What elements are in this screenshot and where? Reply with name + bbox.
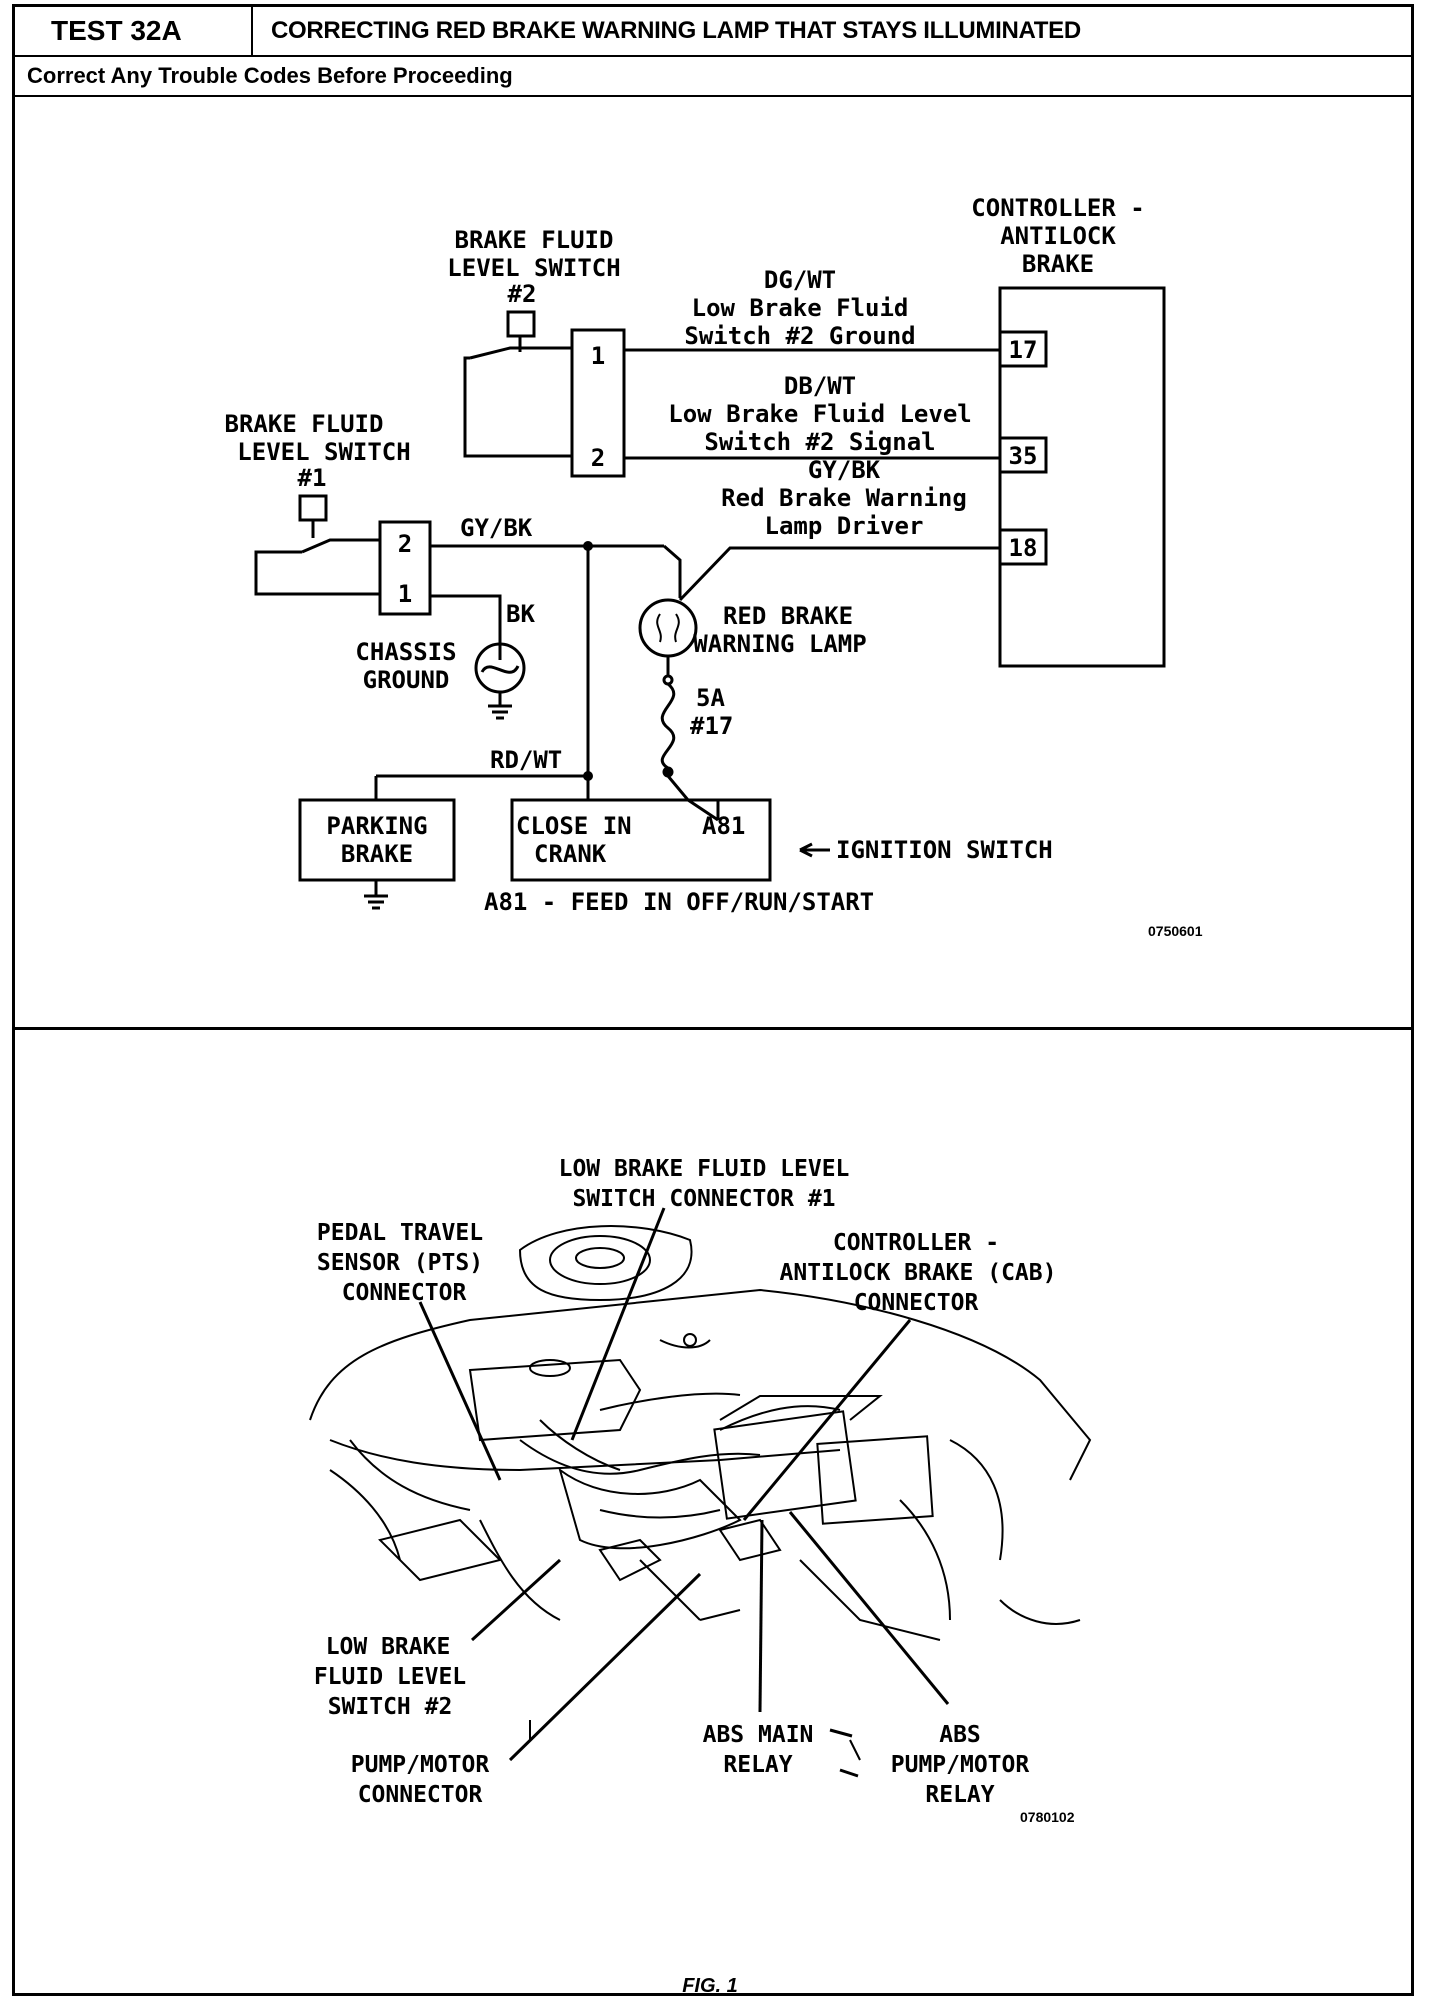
figure-caption: FIG. 1 xyxy=(682,1975,738,1997)
label-cab-2: ANTILOCK BRAKE (CAB) xyxy=(780,1260,1057,1286)
switch2-connector xyxy=(570,328,626,478)
rdwt-label: RD/WT xyxy=(490,746,562,774)
wire35-label-1: DB/WT xyxy=(784,372,856,400)
ignition-switch-box xyxy=(510,798,772,882)
label-low-switch1-2: SWITCH CONNECTOR #1 xyxy=(572,1186,835,1212)
label-abs-main-2: RELAY xyxy=(723,1752,792,1778)
label-pump-conn-1: PUMP/MOTOR xyxy=(351,1752,490,1778)
label-cab-1: CONTROLLER - xyxy=(833,1230,999,1256)
leader-low-switch1 xyxy=(570,1207,666,1441)
leader-abs-main xyxy=(758,1519,764,1713)
wire18-label-2: Red Brake Warning xyxy=(721,484,967,512)
label-pts-1: PEDAL TRAVEL xyxy=(317,1220,483,1246)
label-low-switch2-1: LOW BRAKE xyxy=(326,1634,451,1660)
switch1-pin2: 2 xyxy=(398,530,412,558)
switch1-body xyxy=(254,538,380,596)
label-pump-conn-2: CONNECTOR xyxy=(358,1782,483,1808)
illustration-code: 0780102 xyxy=(1020,1809,1075,1825)
gybk-label: GY/BK xyxy=(460,514,533,542)
parking-brake-label-1: PARKING xyxy=(326,812,427,840)
wire-bk xyxy=(430,594,502,660)
label-low-switch2-3: SWITCH #2 xyxy=(328,1694,453,1720)
label-abs-pump-3: RELAY xyxy=(925,1782,994,1808)
wire35-label-2: Low Brake Fluid Level xyxy=(668,400,971,428)
switch2-pin1: 1 xyxy=(591,342,605,370)
ignition-arrow xyxy=(799,842,830,858)
leader-abs-pump xyxy=(788,1511,950,1705)
switch2-body xyxy=(463,346,572,458)
parking-brake-label-2: BRAKE xyxy=(341,840,413,868)
switch2-label-1: BRAKE FLUID xyxy=(455,226,614,254)
label-cab-3: CONNECTOR xyxy=(854,1290,979,1316)
header-row: TEST 32A CORRECTING RED BRAKE WARNING LA… xyxy=(15,7,1411,57)
chassis-ground-label-2: GROUND xyxy=(363,666,450,694)
label-pts-2: SENSOR (PTS) xyxy=(317,1250,483,1276)
wire17-label-2: Low Brake Fluid xyxy=(692,294,909,322)
wire18-label-3: Lamp Driver xyxy=(765,512,924,540)
controller-label-2: ANTILOCK xyxy=(1000,222,1116,250)
leader-pump-conn xyxy=(508,1572,702,1762)
switch1-connector xyxy=(378,520,432,616)
switch1-pin1: 1 xyxy=(398,580,412,608)
lamp-label-1: RED BRAKE xyxy=(723,602,853,630)
label-abs-pump-2: PUMP/MOTOR xyxy=(891,1752,1030,1778)
wiring-schematic: CONTROLLER - ANTILOCK BRAKE BRAKE FLUID … xyxy=(225,194,1203,939)
switch1-float xyxy=(298,494,328,522)
switch1-label-2: LEVEL SWITCH xyxy=(237,438,410,466)
test-id: TEST 32A xyxy=(15,7,253,55)
warning-lamp xyxy=(638,598,698,658)
pin-17: 17 xyxy=(1009,336,1038,364)
test-title: CORRECTING RED BRAKE WARNING LAMP THAT S… xyxy=(271,17,1081,44)
feed-note: A81 - FEED IN OFF/RUN/START xyxy=(484,888,874,916)
fuse-17 xyxy=(660,682,676,770)
subtitle-row: Correct Any Trouble Codes Before Proceed… xyxy=(15,57,1411,97)
pin-18: 18 xyxy=(1009,534,1038,562)
wire-18 xyxy=(678,546,1000,602)
switch2-label-2: LEVEL SWITCH xyxy=(447,254,620,282)
fuse-label-2: #17 xyxy=(690,712,733,740)
switch1-label-1: BRAKE FLUID xyxy=(225,410,384,438)
test-subtitle: Correct Any Trouble Codes Before Proceed… xyxy=(27,63,513,88)
schematic-code: 0750601 xyxy=(1148,923,1203,939)
wire17-label-3: Switch #2 Ground xyxy=(684,322,915,350)
pin-35-box xyxy=(998,436,1048,474)
switch2-label-3: #2 xyxy=(508,280,537,308)
wire17-label-1: DG/WT xyxy=(764,266,836,294)
lamp-label-2: WARNING LAMP xyxy=(693,630,866,658)
wire18-label-1: GY/BK xyxy=(808,456,881,484)
section-divider xyxy=(15,1027,1411,1030)
engine-bay-drawing xyxy=(309,1225,1092,1761)
bk-label: BK xyxy=(506,600,535,628)
leader-low-switch2 xyxy=(470,1558,562,1642)
label-low-switch1-1: LOW BRAKE FLUID LEVEL xyxy=(559,1156,850,1182)
pin-35: 35 xyxy=(1009,442,1038,470)
label-pts-3: CONNECTOR xyxy=(342,1280,467,1306)
wire35-label-3: Switch #2 Signal xyxy=(704,428,935,456)
leader-pts xyxy=(418,1301,502,1481)
leader-cab xyxy=(742,1319,912,1521)
component-illustration: LOW BRAKE FLUID LEVEL SWITCH CONNECTOR #… xyxy=(309,1156,1092,1997)
controller-label-1: CONTROLLER - xyxy=(971,194,1144,222)
controller-box xyxy=(998,286,1166,668)
ignition-box-label-1: CLOSE IN xyxy=(516,812,632,840)
switch1-label-3: #1 xyxy=(298,464,327,492)
label-abs-main-1: ABS MAIN xyxy=(703,1722,814,1748)
chassis-ground-label-1: CHASSIS xyxy=(355,638,456,666)
ignition-box-a81: A81 xyxy=(702,812,745,840)
fuse-label-1: 5A xyxy=(696,684,725,712)
switch2-pin2: 2 xyxy=(591,444,605,472)
ignition-box-label-2: CRANK xyxy=(534,840,607,868)
label-low-switch2-2: FLUID LEVEL xyxy=(314,1664,466,1690)
label-abs-pump-1: ABS xyxy=(939,1722,981,1748)
controller-label-3: BRAKE xyxy=(1022,250,1094,278)
switch2-float xyxy=(506,310,536,338)
page-frame: TEST 32A CORRECTING RED BRAKE WARNING LA… xyxy=(12,4,1414,1996)
ignition-switch-label: IGNITION SWITCH xyxy=(836,836,1053,864)
